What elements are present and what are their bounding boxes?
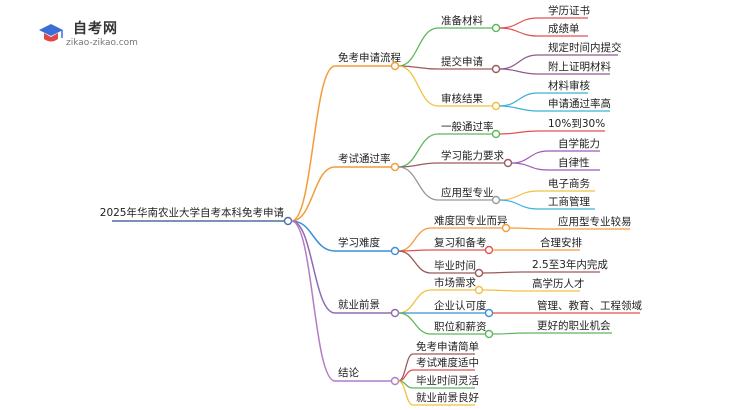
child-connector xyxy=(398,289,432,314)
child-node-1-1[interactable] xyxy=(503,158,513,168)
child-connector xyxy=(398,353,414,382)
branch-connector xyxy=(291,220,336,382)
child-label-2-2: 毕业时间 xyxy=(434,259,476,272)
child-label-2-0: 难度因专业而异 xyxy=(434,214,508,227)
child-label-1-0: 一般通过率 xyxy=(441,120,494,133)
child-label-4-1: 考试难度适中 xyxy=(416,356,479,369)
child-connector xyxy=(398,250,432,274)
leaf-connector xyxy=(499,190,539,201)
leaf-label-0-0-1: 成绩单 xyxy=(548,22,580,35)
branch-label-0: 免考申请流程 xyxy=(338,51,401,64)
branch-connector xyxy=(291,65,336,222)
branch-node-4[interactable] xyxy=(390,376,400,386)
brand-name: 自考网 xyxy=(73,21,118,37)
child-label-4-2: 毕业时间灵活 xyxy=(416,374,479,387)
child-node-3-0[interactable] xyxy=(474,285,484,295)
leaf-connector xyxy=(482,271,523,274)
leaf-label-2-1-0: 合理安排 xyxy=(540,236,582,249)
child-connector xyxy=(398,65,439,107)
branch-label-4: 结论 xyxy=(338,366,359,379)
branch-label-3: 就业前景 xyxy=(338,298,380,311)
leaf-connector xyxy=(511,162,549,171)
leaf-connector xyxy=(499,92,539,107)
leaf-connector xyxy=(499,130,539,135)
leaf-label-0-1-1: 附上证明材料 xyxy=(548,60,611,73)
child-node-2-2[interactable] xyxy=(474,268,484,278)
child-connector xyxy=(398,312,432,335)
leaf-connector xyxy=(499,54,539,70)
branch-connector xyxy=(291,220,336,252)
branch-node-0[interactable] xyxy=(390,61,400,71)
leaf-label-2-2-0: 2.5至3年内完成 xyxy=(532,258,608,271)
child-connector xyxy=(398,227,432,252)
branch-node-3[interactable] xyxy=(390,308,400,318)
child-label-0-0: 准备材料 xyxy=(441,14,483,27)
child-node-3-2[interactable] xyxy=(484,329,494,339)
branch-node-2[interactable] xyxy=(390,246,400,256)
root-topic-node[interactable] xyxy=(283,216,293,226)
graduation-cap-icon xyxy=(39,24,63,42)
leaf-label-1-1-0: 自学能力 xyxy=(558,137,600,150)
branch-node-1[interactable] xyxy=(390,162,400,172)
child-node-3-1[interactable] xyxy=(484,308,494,318)
leaf-connector xyxy=(511,150,549,164)
leaf-connector xyxy=(499,105,539,112)
leaf-connector xyxy=(509,227,549,230)
child-connector xyxy=(398,166,439,201)
leaf-connector xyxy=(499,68,539,75)
child-label-1-1: 学习能力要求 xyxy=(441,149,504,162)
leaf-label-1-2-0: 电子商务 xyxy=(548,177,590,190)
branch-label-1: 考试通过率 xyxy=(338,152,391,165)
leaf-label-0-0-0: 学历证书 xyxy=(548,4,590,17)
leaf-connector xyxy=(492,332,528,335)
leaf-label-3-0-0: 高学历人才 xyxy=(532,277,585,290)
leaf-label-0-2-0: 材料审核 xyxy=(548,79,590,92)
child-connector xyxy=(398,380,414,406)
child-label-0-1: 提交申请 xyxy=(441,55,483,68)
leaf-connector xyxy=(499,27,539,37)
leaf-label-1-2-1: 工商管理 xyxy=(548,195,590,208)
child-node-1-0[interactable] xyxy=(491,129,501,139)
leaf-label-3-2-0: 更好的职业机会 xyxy=(537,319,611,332)
child-node-2-1[interactable] xyxy=(484,245,494,255)
brand-url: zikao-zikao.com xyxy=(66,38,138,48)
root-topic-label: 2025年华南农业大学自考本科免考申请 xyxy=(100,206,285,219)
child-connector xyxy=(398,133,439,168)
brand-logo: 自考网 zikao-zikao.com xyxy=(36,18,156,52)
child-label-4-3: 就业前景良好 xyxy=(416,391,479,404)
child-label-0-2: 审核结果 xyxy=(441,92,483,105)
child-label-3-2: 职位和薪资 xyxy=(434,320,487,333)
child-label-4-0: 免考申请简单 xyxy=(416,340,479,353)
child-label-2-1: 复习和备考 xyxy=(434,236,487,249)
leaf-connector xyxy=(499,199,539,210)
child-node-0-0[interactable] xyxy=(491,23,501,33)
leaf-connector xyxy=(482,289,523,292)
child-node-2-0[interactable] xyxy=(501,223,511,233)
branch-connector xyxy=(291,220,336,314)
leaf-label-0-1-0: 规定时间内提交 xyxy=(548,41,622,54)
child-label-3-1: 企业认可度 xyxy=(434,299,487,312)
child-node-0-1[interactable] xyxy=(491,64,501,74)
branch-label-2: 学习难度 xyxy=(338,236,380,249)
leaf-label-0-2-1: 申请通过率高 xyxy=(548,97,611,110)
child-node-0-2[interactable] xyxy=(491,101,501,111)
leaf-label-3-1-0: 管理、教育、工程领域 xyxy=(537,299,642,312)
child-connector xyxy=(398,162,439,168)
child-label-1-2: 应用型专业 xyxy=(441,186,494,199)
leaf-label-1-1-1: 自律性 xyxy=(558,156,590,169)
leaf-connector xyxy=(499,17,539,29)
branch-connector xyxy=(291,166,336,222)
child-node-1-2[interactable] xyxy=(491,195,501,205)
child-label-3-0: 市场需求 xyxy=(434,276,476,289)
child-connector xyxy=(398,27,439,67)
leaf-label-2-0-0: 应用型专业较易 xyxy=(558,215,632,228)
leaf-label-1-0-0: 10%到30% xyxy=(548,118,605,130)
